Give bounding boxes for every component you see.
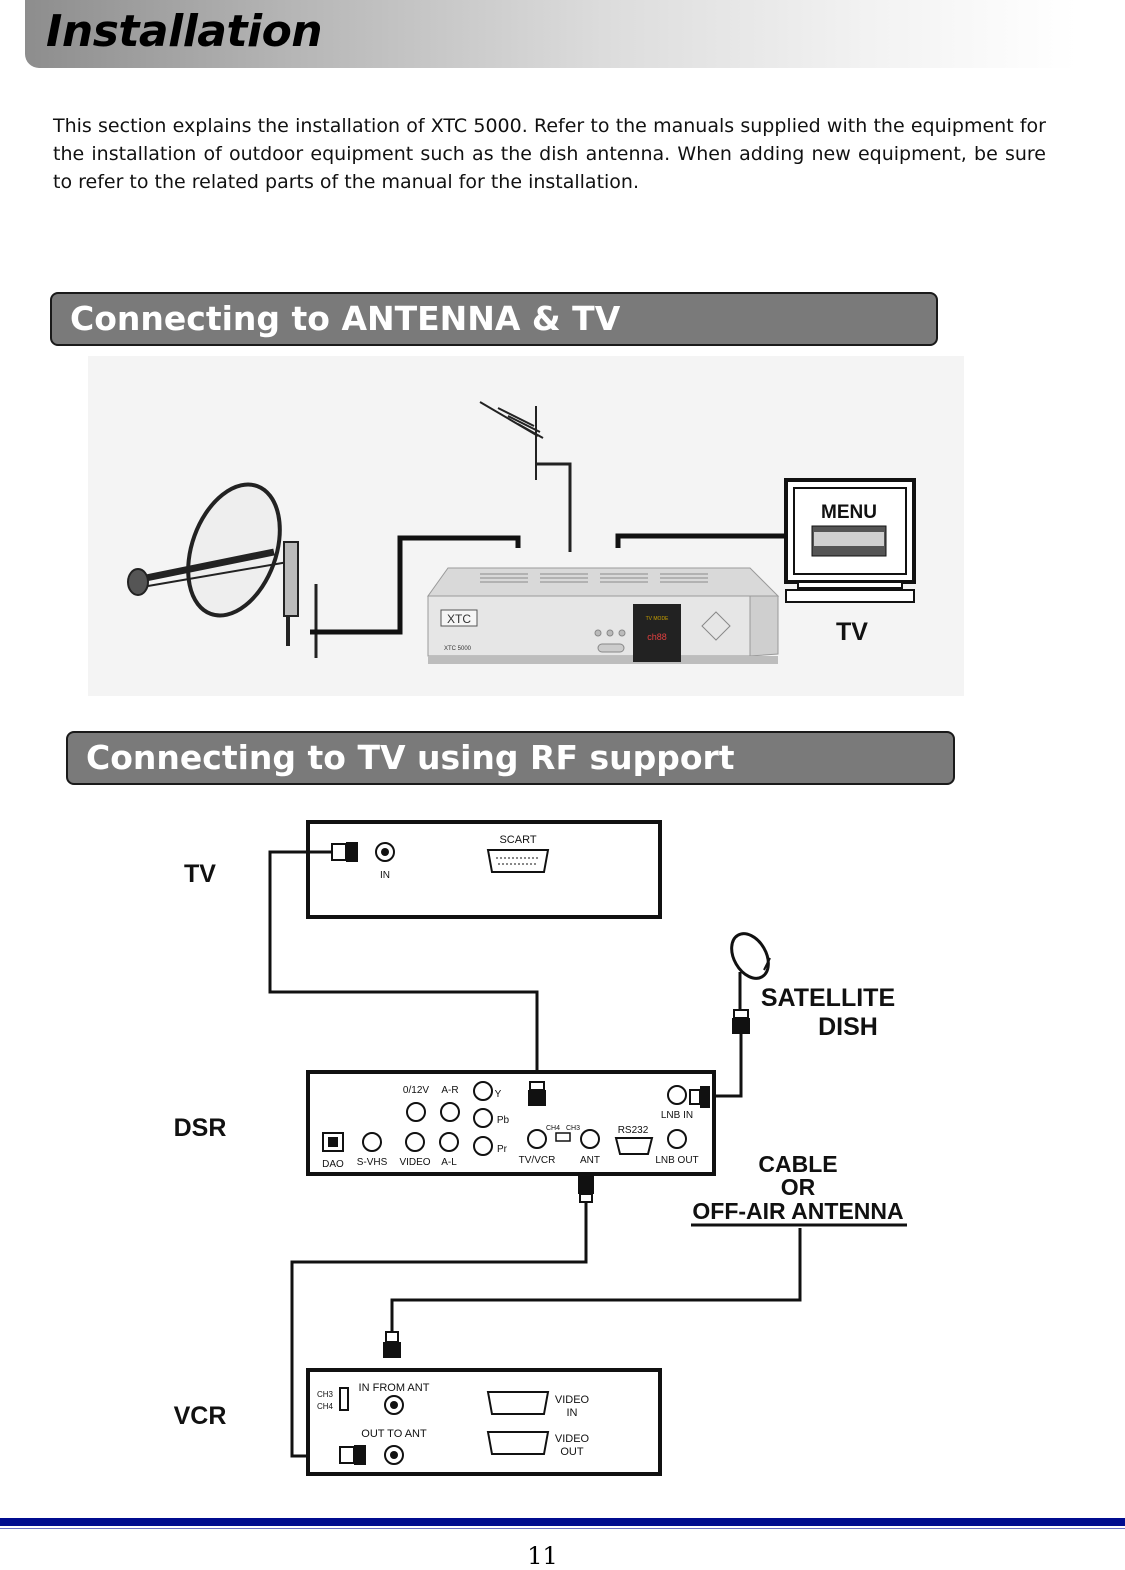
tv-scart-label: SCART [499,834,536,846]
tv-set-icon: MENU [784,478,916,603]
vcr-ch3-label: CH3 [317,1390,334,1399]
receiver-display-top: TV MODE [646,616,669,622]
vcr-video-out-label-2: OUT [560,1446,584,1458]
tv-cable [615,533,786,548]
section-title: Connecting to TV using RF support [86,738,735,777]
port-al-label: A-L [441,1157,457,1168]
footer-rule [0,1518,1125,1526]
section-title: Connecting to ANTENNA & TV [70,299,621,338]
port-lnb-in-label: LNB IN [661,1110,693,1121]
antenna-tv-diagram: XTC XTC 5000 TV MODE ch88 MENU TV [88,356,964,696]
port-ant-label: ANT [580,1155,600,1166]
vcr-out-to-ant-label: OUT TO ANT [361,1428,427,1440]
vcr-in-from-ant-label: IN FROM ANT [359,1382,430,1394]
section-header-antenna-tv: Connecting to ANTENNA & TV [50,292,938,346]
dish-cable [310,535,521,635]
cable-label-2: OR [781,1174,816,1200]
receiver-display: ch88 [647,632,667,642]
xtc-receiver: XTC XTC 5000 TV MODE ch88 [427,567,780,664]
port-012v-label: 0/12V [403,1085,429,1096]
port-pb-label: Pb [497,1115,510,1126]
vcr-video-in-label-1: VIDEO [555,1394,590,1406]
satellite-dish-icon [730,932,771,1034]
port-svhs-label: S-VHS [357,1157,388,1168]
vcr-video-in-label-2: IN [567,1407,578,1419]
vcr-channel-switch [339,1387,349,1411]
port-y-label: Y [495,1089,502,1100]
satellite-dish-label-2: DISH [818,1013,878,1041]
dsr-box [306,1070,716,1176]
port-tvvcr-label: TV/VCR [519,1155,556,1166]
title-bar [25,0,1077,68]
antenna-vcr-cable [390,1228,802,1342]
tv-label: TV [184,860,216,888]
tv-dsr-cable [268,850,539,1082]
port-pr-label: Pr [497,1144,508,1155]
cable-label-3: OFF-AIR ANTENNA [692,1198,903,1224]
vcr-ch4-label: CH4 [317,1402,334,1411]
vcr-box [306,1368,662,1476]
aerial-antenna-icon [479,401,572,552]
tv-label: TV [836,618,868,646]
port-dao-label: DAO [322,1159,344,1170]
port-ch3-label: CH3 [566,1125,580,1132]
video-out-port-icon [486,1431,550,1455]
port-ch4-label: CH4 [546,1125,560,1132]
rf-connection-diagram: TV IN SCART SATELLITE DISH DSR 0/12V A-R… [174,820,907,1476]
receiver-model: XTC 5000 [444,646,472,652]
channel-switch-icon [555,1132,571,1142]
scart-port-icon [486,849,550,873]
port-video-label: VIDEO [399,1157,430,1168]
port-ar-label: A-R [441,1085,458,1096]
dsr-jacks [362,1081,687,1156]
cable-label-1: CABLE [758,1151,837,1177]
rs232-port-icon [614,1137,654,1155]
vcr-video-out-label-1: VIDEO [555,1433,590,1445]
receiver-brand: XTC [447,612,471,626]
section-header-rf-support: Connecting to TV using RF support [66,731,955,785]
footer-rule-thin [0,1528,1125,1529]
vcr-label: VCR [174,1402,227,1430]
tv-box [306,820,662,919]
dsr-label: DSR [174,1114,227,1142]
port-rs232-label: RS232 [618,1125,649,1136]
satellite-dish-label-1: SATELLITE [761,984,895,1012]
page-title: Installation [46,6,323,57]
tv-in-label: IN [380,870,390,881]
port-lnb-out-label: LNB OUT [655,1155,698,1166]
video-in-port-icon [486,1391,550,1415]
page-number: 11 [527,1542,558,1570]
intro-paragraph: This section explains the installation o… [53,115,1046,193]
tv-menu-label: MENU [821,502,877,523]
satellite-dish-icon [127,482,318,658]
